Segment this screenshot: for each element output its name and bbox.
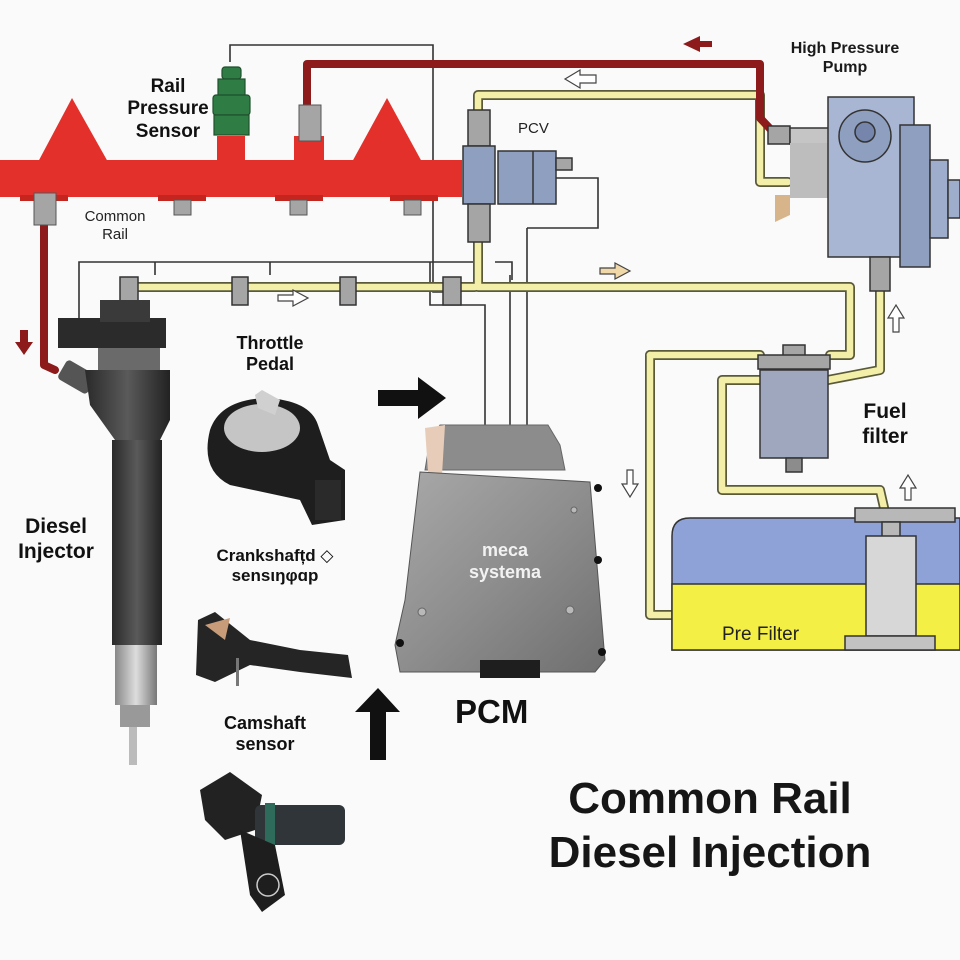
camshaft-sensor-label: Camshaft sensor <box>210 713 320 755</box>
arrow-down-icon <box>15 330 33 355</box>
label-line: sensιŋφɑp <box>231 566 319 586</box>
label-line: Pump <box>822 58 868 76</box>
diagram-title: Common Rail Diesel Injection <box>500 772 920 879</box>
throttle-pedal-sensor-icon <box>207 390 345 525</box>
label-line: Diesel <box>25 515 87 538</box>
label-line: Injector <box>18 539 94 563</box>
label-line: Pressure <box>127 98 209 120</box>
signal-arrows <box>355 377 446 760</box>
label-line: Fuel <box>863 400 907 423</box>
fuel-filter-label: Fuel filter <box>855 400 915 450</box>
arrow-left-icon <box>683 36 712 52</box>
label-line: Pedal <box>245 354 295 375</box>
fuel-filter-icon <box>757 344 831 473</box>
common-rail-label: Common Rail <box>70 208 160 243</box>
rail-pressure-sensor-label: Rail Pressure Sensor <box>118 76 218 143</box>
arrow-down-outline-icon <box>620 469 640 499</box>
low-pressure-return-lines <box>125 90 890 620</box>
arrow-up-outline-icon <box>886 303 906 333</box>
diesel-injector-label: Diesel Injector <box>6 515 106 565</box>
pcv-label: PCV <box>518 120 549 137</box>
rail-pressure-sensor-icon <box>212 66 251 136</box>
label-line: Common <box>84 208 146 225</box>
flow-arrows <box>15 36 918 501</box>
arrow-left-outline-icon <box>563 68 597 90</box>
arrow-right-outline-icon <box>277 289 310 307</box>
arrow-up-outline-icon <box>898 473 918 501</box>
fuel-tank-pre-filter <box>671 507 960 651</box>
label-line: Throttle <box>236 333 304 353</box>
label-line: systema <box>468 561 542 582</box>
high-pressure-lines <box>40 60 779 374</box>
high-pressure-pump-label: High Pressure Pump <box>770 40 920 78</box>
pre-filter-label: Pre Filter <box>722 624 800 645</box>
crankshaft-sensor-label: Crankshafțd ◇ sensιŋφɑp <box>200 546 350 586</box>
label-line: Sensor <box>135 120 201 142</box>
high-pressure-pump-icon <box>767 96 960 292</box>
camshaft-sensor-icon <box>200 772 345 912</box>
label-line: High Pressure <box>790 40 900 57</box>
throttle-pedal-label: Throttle Pedal <box>220 333 320 375</box>
arrow-up-icon <box>355 688 400 760</box>
label-line: Camshaft <box>223 713 307 733</box>
pcm-label: PCM <box>455 693 529 730</box>
pcm-module-icon <box>394 424 606 678</box>
title-line-1: Common Rail <box>568 774 852 823</box>
pcm-brand-text: meca systema <box>450 540 560 583</box>
return-line-fittings <box>119 276 462 306</box>
label-line: Rail <box>102 225 128 243</box>
title-line-2: Diesel Injection <box>548 827 872 877</box>
pcv-valve-icon <box>462 109 573 243</box>
label-line: filter <box>862 424 908 448</box>
label-line: sensor <box>235 734 295 755</box>
arrow-right-outline-icon <box>599 262 632 280</box>
crankshaft-sensor-icon <box>196 612 352 686</box>
diesel-injector-icon <box>58 300 170 765</box>
arrow-right-icon <box>378 377 446 419</box>
common-rail <box>0 98 462 226</box>
label-line: Crankshafțd ◇ <box>216 546 334 565</box>
label-line: Rail <box>150 76 186 97</box>
label-line: meca <box>481 540 529 560</box>
